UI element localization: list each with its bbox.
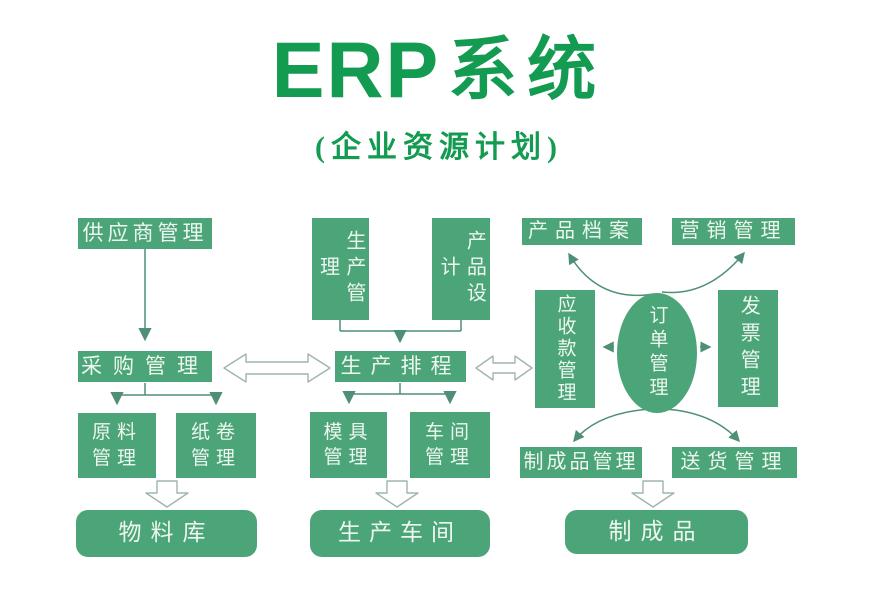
page-subtitle: (企业资源计划) (315, 131, 563, 164)
node-production-scheduling: 生产排程 (335, 351, 466, 382)
node-invoice-management: 发票管理 (718, 290, 778, 407)
node-paper-roll-management: 纸卷管理 (176, 413, 256, 478)
node-product-archive: 产品档案 (522, 218, 642, 245)
merge-production-design-to-scheduling (339, 320, 462, 344)
branch-scheduling-to-mold-workshop (342, 383, 457, 405)
node-raw-material-management: 原料管理 (78, 413, 156, 478)
node-purchasing-management: 采购管理 (78, 351, 212, 382)
node-production-floor: 生产车间 (310, 510, 490, 557)
block-arrow-to-material-store (145, 480, 189, 508)
node-product-design: 产品设计 (432, 218, 490, 320)
node-finished-product-management: 制成品管理 (520, 447, 642, 478)
double-arrow-purchasing-scheduling (223, 353, 331, 383)
title-erp: ERP (271, 25, 441, 114)
node-mold-management: 模具管理 (310, 412, 387, 478)
curve-orders-to-delivery (663, 408, 741, 443)
double-arrow-scheduling-receivables (475, 355, 533, 381)
node-order-management: 订单管理 (617, 293, 697, 413)
node-finished-goods: 制成品 (565, 510, 748, 554)
curve-orders-to-marketing (661, 251, 745, 294)
block-arrow-to-production-floor (375, 480, 419, 508)
block-arrow-to-finished-goods (631, 480, 675, 508)
node-supplier-management: 供应商管理 (78, 218, 212, 249)
branch-purchasing-to-materials (110, 383, 223, 406)
node-workshop-management: 车间管理 (410, 412, 490, 478)
node-marketing-management: 营销管理 (672, 218, 795, 245)
title-suffix: 系统 (448, 32, 607, 108)
node-receivables-management: 应收款管理 (535, 290, 595, 408)
node-delivery-management: 送货管理 (672, 447, 797, 478)
curve-orders-to-finished-mgmt (573, 408, 651, 443)
node-production-management: 生产管理 (312, 218, 369, 320)
node-material-store: 物料库 (76, 510, 257, 557)
